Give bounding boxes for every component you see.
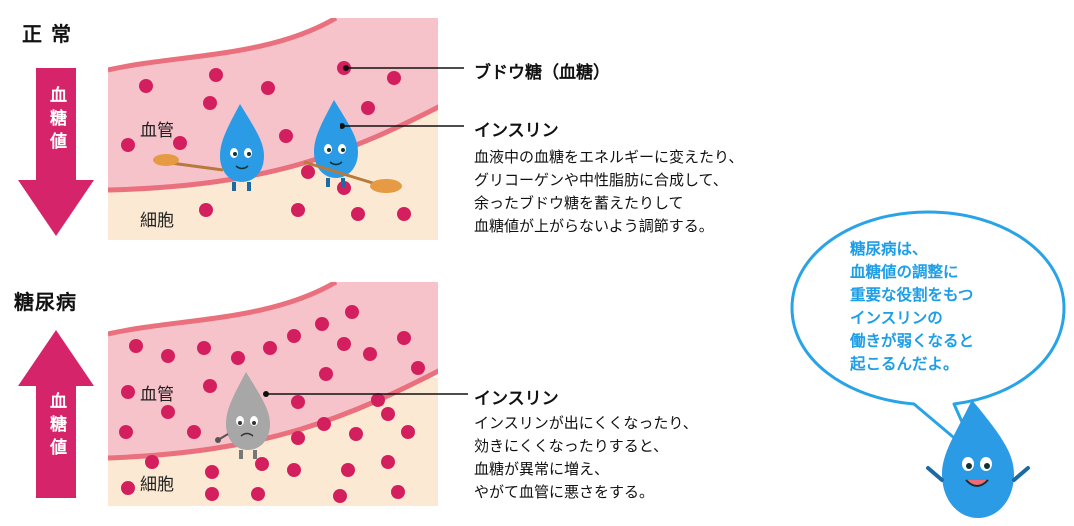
normal-arrow-label: 血糖値: [46, 86, 66, 155]
diabetes-insulin-callout-label: インスリン: [474, 389, 559, 409]
normal-callout-lines: [340, 65, 464, 129]
normal-insulin-callout-label: インスリン: [474, 121, 559, 141]
diabetes-glucose-dots: [119, 305, 425, 503]
normal-vessel-label: 血管: [140, 121, 174, 141]
normal-cell-label: 細胞: [140, 211, 174, 231]
mascot-drop-character: [926, 400, 1030, 518]
diabetes-up-arrow-icon: [18, 330, 94, 498]
diabetes-title: 糖尿病: [14, 290, 77, 314]
diabetes-vessel-diagram: [108, 282, 438, 506]
speech-bubble: [790, 210, 1066, 518]
normal-vessel-diagram: [108, 18, 438, 240]
diabetes-arrow-label: 血糖値: [46, 392, 66, 461]
insulin-drop-character-1: [220, 104, 264, 191]
diabetes-vessel-area: [108, 282, 438, 458]
diabetes-vessel-label: 血管: [140, 385, 174, 405]
diabetes-description: インスリンが出にくくなったり、 効きにくくなったりすると、 血糖が異常に増え、 …: [474, 414, 698, 501]
normal-title: 正 常: [22, 22, 72, 46]
weak-insulin-drop-character: [215, 372, 270, 459]
insulin-drop-character-2: [314, 100, 358, 187]
diabetes-callout-line: [263, 391, 468, 397]
normal-vessel-area: [108, 18, 438, 190]
bubble-text: 糖尿病は、 血糖値の調整に 重要な役割をもつ インスリンの 働きが弱くなると 起…: [850, 240, 975, 373]
glucose-callout-label: ブドウ糖（血糖）: [474, 63, 610, 83]
normal-description: 血液中の血糖をエネルギーに変えたり、 グリコーゲンや中性脂肪に合成して、 余った…: [474, 148, 744, 235]
diabetes-cell-label: 細胞: [140, 475, 174, 495]
normal-down-arrow-icon: [18, 68, 94, 236]
